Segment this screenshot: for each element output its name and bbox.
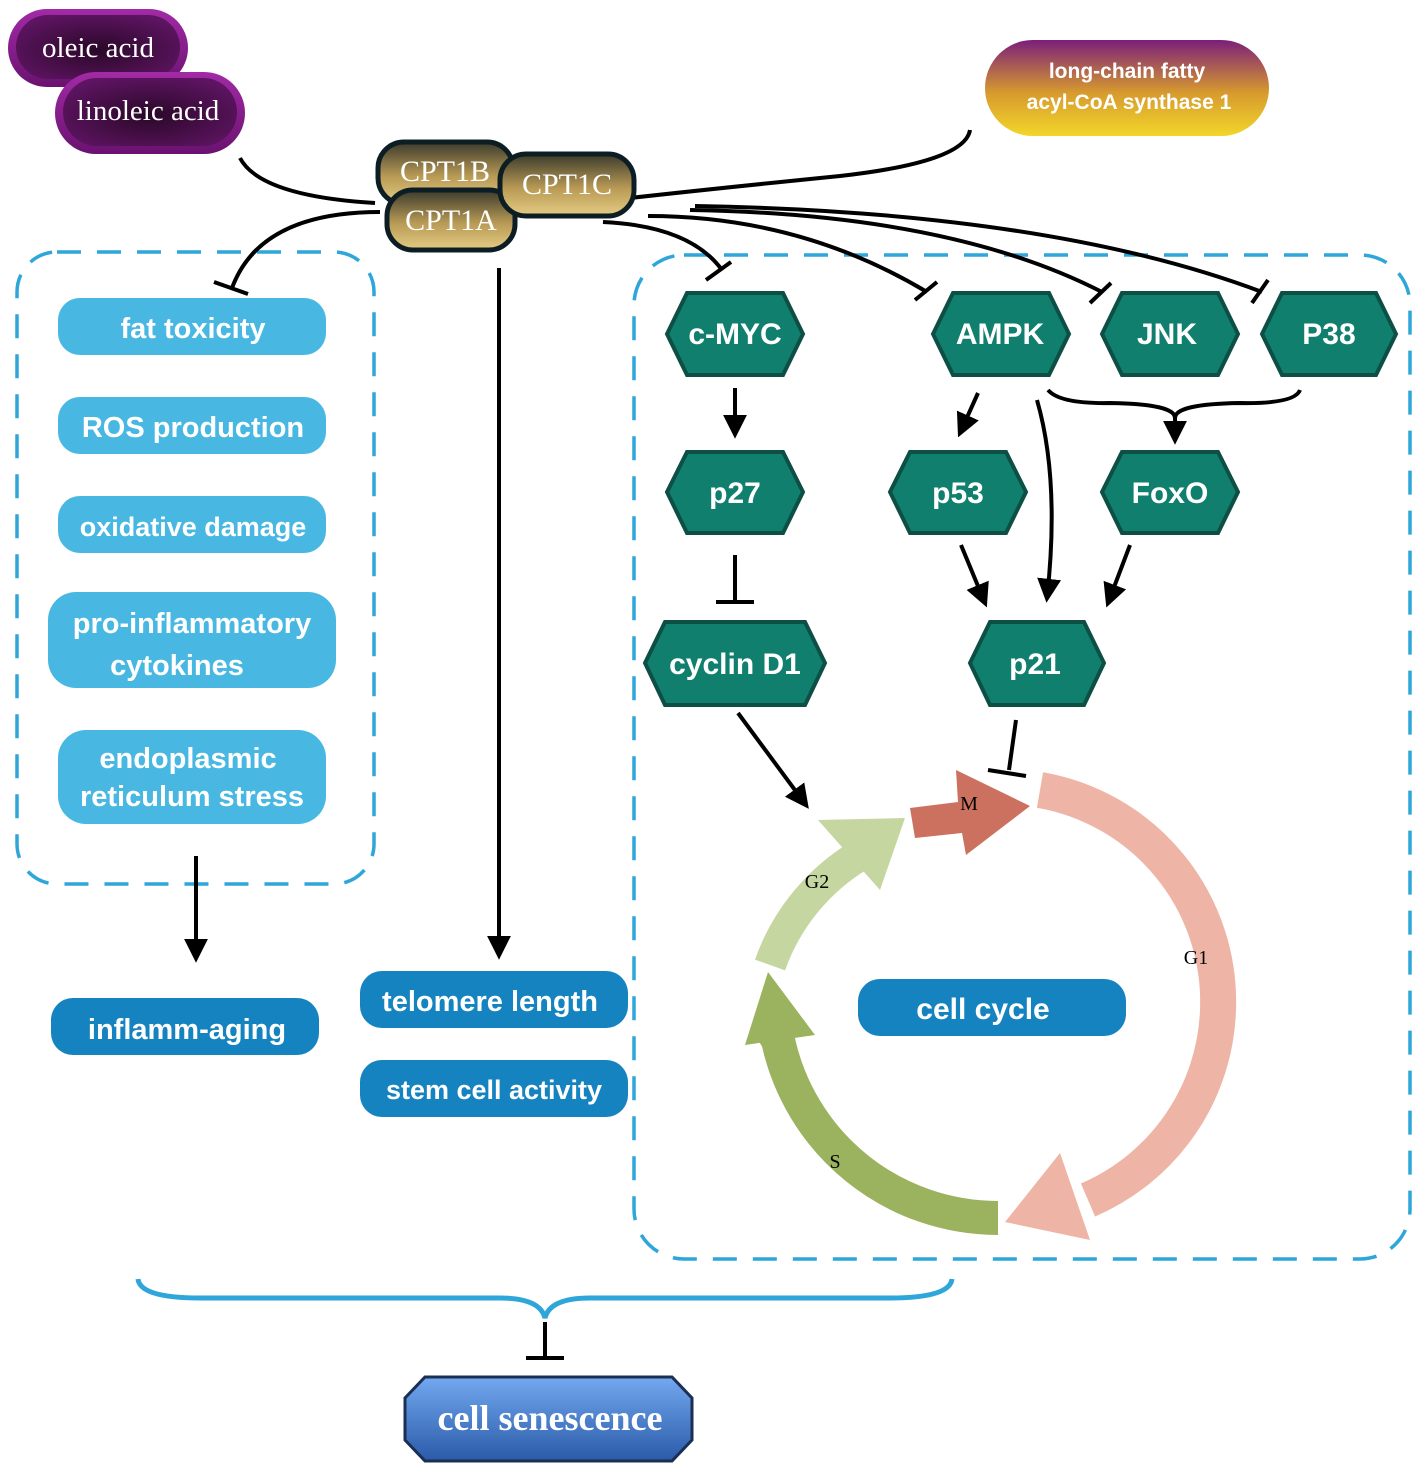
bottom-brace [135,1278,955,1319]
phase-g1-arrowhead [1005,1153,1090,1240]
acsl1-label-line1: long-chain fatty [1049,60,1206,83]
phase-m-label: M [960,793,978,815]
p53-label: p53 [932,477,984,510]
p53-to-p21-arrow [959,544,989,608]
ros-production-label: ROS production [82,412,304,444]
foxo-to-p21-arrow [1103,544,1132,608]
cell-cycle-label: cell cycle [916,993,1049,1026]
p21-label: p21 [1009,648,1061,681]
cyclin-d1-node: cyclin D1 [642,620,828,707]
cpt1c-node: CPT1C [497,151,637,219]
brace-to-senescence-inhibition [526,1322,564,1360]
cpt1c-label: CPT1C [522,168,612,201]
left-item-fat-toxicity: fat toxicity [58,298,326,355]
cpt-to-left-box-inhibition [213,210,381,296]
inflamm-aging-box: inflamm-aging [51,998,319,1055]
cell-senescence-node: cell senescence [403,1375,694,1463]
acsl1-label-line2: acyl-CoA synthase 1 [1027,91,1232,114]
ampk-label: AMPK [956,318,1045,351]
phase-g2-arc [754,841,869,971]
phase-m-arrow [910,770,1030,855]
left-item-pro-inflammatory-cytokines: pro-inflammatory cytokines [48,592,336,688]
oxidative-damage-label: oxidative damage [80,512,307,542]
left-item-er-stress: endoplasmic reticulum stress [58,730,326,824]
cytokines-label: cytokines [110,650,244,682]
jnk-p38-bracket [1046,388,1302,419]
phase-s-label: S [829,1151,840,1173]
cpt-to-kinase-inhibitions [602,204,1270,305]
jnk-node: JNK [1099,291,1241,377]
left-item-oxidative-damage: oxidative damage [58,496,326,553]
phase-g2-arrowhead [818,818,905,890]
right-dashed-box [632,253,1412,1261]
phase-g2-label: G2 [805,871,829,893]
stem-cell-activity-box: stem cell activity [360,1060,628,1117]
cell-cycle-box: cell cycle [858,979,1126,1036]
phase-s-arc [757,1021,999,1235]
p21-node: p21 [967,620,1107,707]
jnk-label: JNK [1137,318,1197,351]
linoleic-acid-pill: linoleic acid [55,72,245,154]
foxo-label: FoxO [1132,477,1209,510]
p53-node: p53 [887,450,1029,535]
ampk-to-p53-arrow [956,392,980,438]
cpt1a-label: CPT1A [405,204,497,237]
reticulum-stress-label: reticulum stress [80,781,304,813]
telomere-length-label: telomere length [382,986,598,1018]
oleic-acid-label: oleic acid [42,32,154,64]
pathway-edges [716,388,1302,809]
cmyc-label: c-MYC [688,318,781,351]
telomere-length-box: telomere length [360,971,628,1028]
cyclin-d1-label: cyclin D1 [669,648,801,681]
cell-cycle-ring: M G1 S G2 [745,770,1237,1240]
acyl-coa-synthase-pill: long-chain fatty acyl-CoA synthase 1 [985,40,1269,136]
p27-node: p27 [664,450,806,535]
endoplasmic-label: endoplasmic [99,743,276,775]
phase-g1-label: G1 [1184,947,1208,969]
inflamm-aging-label: inflamm-aging [88,1014,286,1046]
cell-senescence-label: cell senescence [438,1398,663,1438]
p38-node: P38 [1259,291,1399,377]
cyclin-d1-to-cycle-arrow [736,711,809,809]
left-item-ros-production: ROS production [58,397,326,454]
fat-toxicity-label: fat toxicity [120,313,265,345]
ampk-node: AMPK [930,291,1072,377]
cpt1b-label: CPT1B [400,155,490,188]
stem-cell-activity-label: stem cell activity [386,1075,602,1105]
phase-g1-arc [1036,772,1237,1217]
input-connectors [238,129,972,205]
cmyc-node: c-MYC [664,291,806,377]
pro-inflammatory-label: pro-inflammatory [73,608,311,640]
cpt1a-node: CPT1A [384,187,518,253]
linoleic-acid-label: linoleic acid [77,95,220,127]
p21-to-m-inhibition [1007,719,1018,771]
p27-label: p27 [709,477,761,510]
p38-label: P38 [1302,318,1355,351]
ampk-to-p21-arrow [1035,399,1062,603]
foxo-node: FoxO [1099,450,1241,535]
oleic-acid-pill: oleic acid [8,9,188,87]
phase-s-arrowhead [745,972,815,1045]
